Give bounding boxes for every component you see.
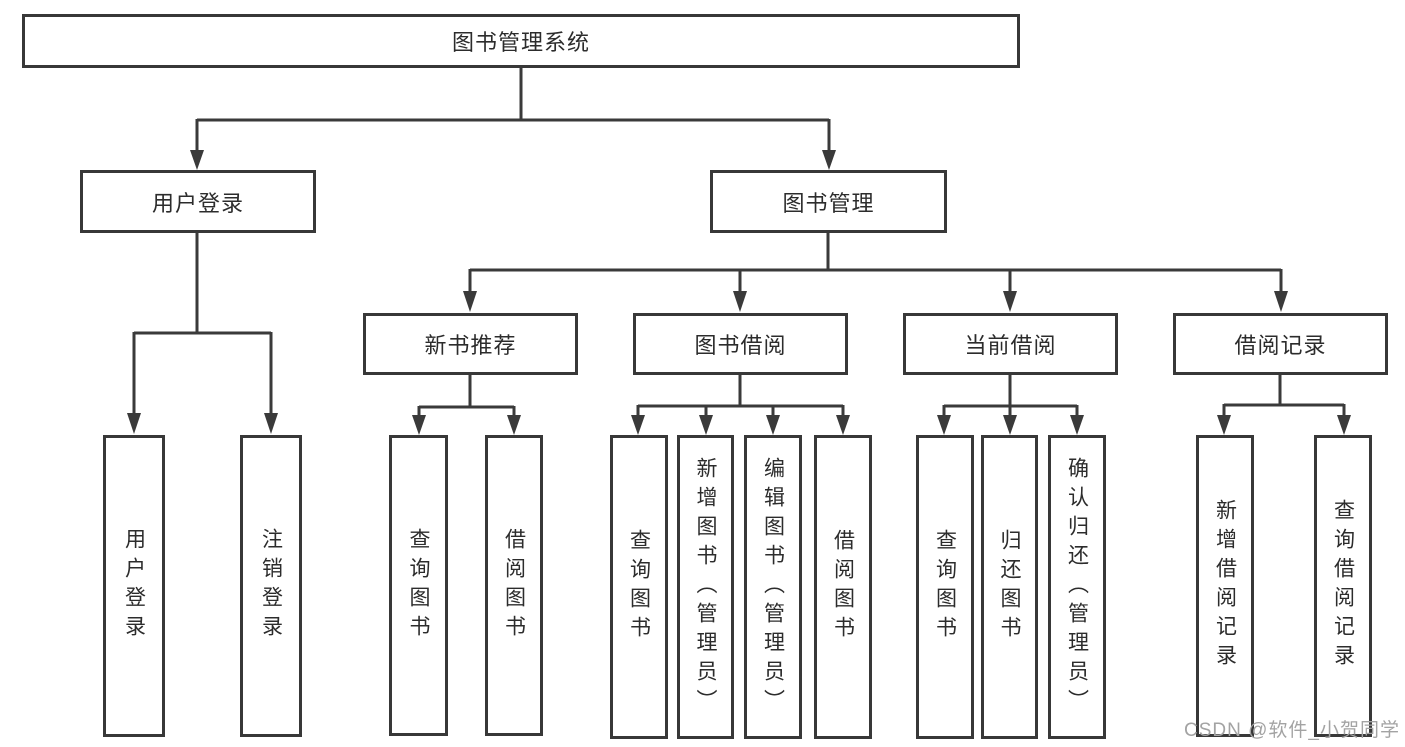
node-label: 当前借阅	[964, 333, 1057, 358]
node-leaf-borrow-book-2: 借阅图书	[814, 435, 872, 739]
connector-borrow-records-children	[1217, 374, 1351, 435]
connector-root-to-level2	[190, 67, 836, 170]
node-leaf-user-login: 用户登录	[103, 435, 165, 737]
connector-book-borrow-children	[631, 374, 850, 435]
connector-book-management-children	[463, 232, 1288, 312]
node-label: 新增借阅记录	[1213, 499, 1237, 673]
node-leaf-query-borrow-record: 查询借阅记录	[1314, 435, 1372, 737]
node-leaf-return-book: 归还图书	[981, 435, 1038, 739]
node-leaf-add-book-admin: 新增图书（管理员）	[677, 435, 734, 739]
node-user-login: 用户登录	[80, 170, 316, 233]
node-borrow-records: 借阅记录	[1173, 313, 1388, 375]
node-label: 查询图书	[407, 527, 430, 644]
node-new-book-recommend: 新书推荐	[363, 313, 578, 375]
node-root: 图书管理系统	[22, 14, 1020, 68]
node-leaf-query-book-2: 查询图书	[610, 435, 668, 739]
node-label: 图书借阅	[694, 333, 787, 358]
node-label: 用户登录	[151, 190, 244, 216]
node-label: 查询借阅记录	[1331, 499, 1355, 673]
node-label: 借阅图书	[831, 529, 855, 645]
connector-new-book-children	[412, 374, 521, 435]
node-label: 注销登录	[259, 528, 283, 644]
node-leaf-borrow-book-1: 借阅图书	[485, 435, 543, 736]
node-label: 借阅记录	[1234, 333, 1327, 358]
node-book-management: 图书管理	[710, 170, 947, 233]
node-label: 新增图书（管理员）	[694, 456, 717, 718]
node-label: 查询图书	[627, 529, 651, 645]
connector-user-login-children	[127, 232, 278, 434]
node-label: 查询图书	[933, 529, 957, 645]
node-label: 确认归还（管理员）	[1065, 456, 1089, 718]
node-label: 图书管理系统	[451, 30, 590, 55]
node-leaf-confirm-return-admin: 确认归还（管理员）	[1048, 435, 1106, 739]
node-label: 新书推荐	[424, 333, 517, 358]
node-label: 用户登录	[122, 528, 146, 644]
node-label: 归还图书	[998, 529, 1021, 645]
node-leaf-edit-book-admin: 编辑图书（管理员）	[744, 435, 802, 739]
node-leaf-logout: 注销登录	[240, 435, 302, 737]
node-label: 编辑图书（管理员）	[761, 456, 785, 718]
node-current-borrow: 当前借阅	[903, 313, 1118, 375]
node-book-borrow: 图书借阅	[633, 313, 848, 375]
node-leaf-query-book-1: 查询图书	[389, 435, 448, 736]
node-label: 图书管理	[782, 190, 875, 216]
node-leaf-add-borrow-record: 新增借阅记录	[1196, 435, 1254, 737]
node-label: 借阅图书	[502, 527, 526, 644]
connector-current-borrow-children	[937, 374, 1084, 435]
node-leaf-query-book-3: 查询图书	[916, 435, 974, 739]
